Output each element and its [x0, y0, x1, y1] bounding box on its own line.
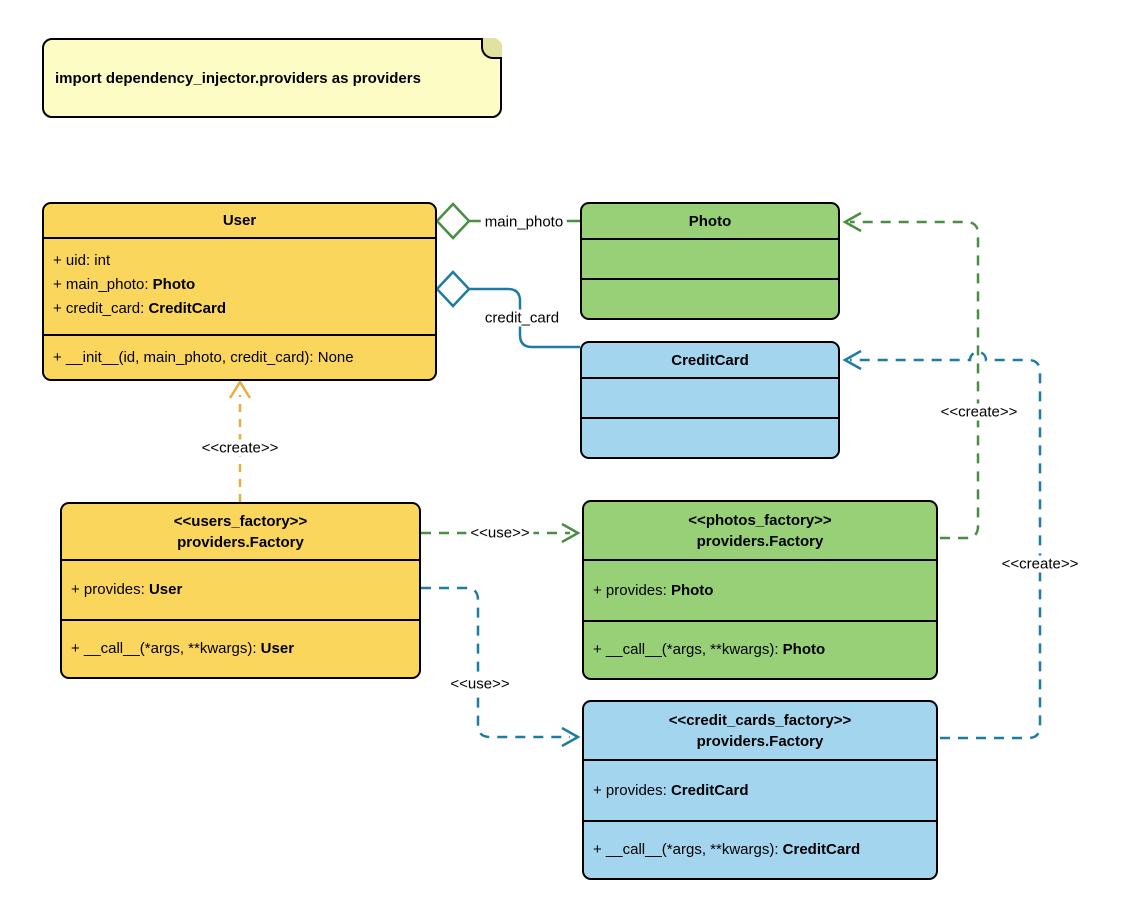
arrowhead-icon-use-credit-cards	[561, 726, 581, 748]
attribute-row: + provides: Photo	[593, 581, 714, 599]
class-users-factory-attributes: + provides: User	[62, 559, 419, 619]
class-credit-card-attributes-empty	[582, 377, 838, 417]
class-photo: Photo	[580, 202, 840, 320]
class-photos-factory-attributes: + provides: Photo	[584, 559, 936, 620]
class-title-text: providers.Factory	[177, 533, 304, 551]
class-photo-methods-empty	[582, 278, 838, 318]
class-title-text: providers.Factory	[696, 732, 824, 750]
class-user-attributes: + uid: int + main_photo: Photo + credit_…	[44, 237, 435, 334]
class-photos-factory-title: <<photos_factory>> providers.Factory	[584, 502, 936, 559]
arrowhead-icon-use-photos	[561, 522, 581, 544]
class-credit-card: CreditCard	[580, 341, 840, 459]
note-text: import dependency_injector.providers as …	[55, 69, 421, 87]
class-user: User + uid: int + main_photo: Photo + cr…	[42, 202, 437, 381]
class-title-text: User	[222, 212, 257, 229]
class-photos-factory: <<photos_factory>> providers.Factory + p…	[582, 500, 938, 680]
edge-label-main-photo: main_photo	[480, 213, 568, 231]
class-title-text: Photo	[688, 212, 732, 230]
attribute-row: + uid: int	[53, 252, 111, 269]
stereotype-text: <<users_factory>>	[173, 512, 308, 530]
class-photo-attributes-empty	[582, 238, 838, 278]
class-credit-cards-factory: <<credit_cards_factory>> providers.Facto…	[582, 700, 938, 880]
method-row: + __call__(*args, **kwargs): CreditCard	[593, 841, 861, 858]
class-credit-card-title: CreditCard	[582, 343, 838, 377]
attribute-row: + main_photo: Photo	[53, 276, 196, 293]
edge-create-photo	[850, 220, 980, 540]
note-import-providers: import dependency_injector.providers as …	[42, 38, 502, 118]
method-row: + __call__(*args, **kwargs): Photo	[593, 641, 826, 658]
class-photos-factory-methods: + __call__(*args, **kwargs): Photo	[584, 620, 936, 678]
edge-label-create-user: <<create>>	[197, 439, 283, 457]
method-row: + __init__(id, main_photo, credit_card):…	[53, 348, 354, 366]
aggregation-diamond-icon-credit-card	[435, 270, 471, 308]
class-credit-cards-factory-attributes: + provides: CreditCard	[584, 759, 936, 820]
arrowhead-icon-create-user	[228, 379, 252, 399]
edge-use-credit-cards	[421, 586, 570, 739]
class-users-factory-title: <<users_factory>> providers.Factory	[62, 504, 419, 559]
edge-label-credit-card: credit_card	[480, 309, 564, 327]
edge-label-use-credit-cards: <<use>>	[446, 675, 514, 693]
class-users-factory: <<users_factory>> providers.Factory + pr…	[60, 502, 421, 679]
edge-label-use-photos: <<use>>	[466, 524, 534, 542]
edge-label-create-credit-card: <<create>>	[997, 555, 1083, 573]
method-row: + __call__(*args, **kwargs): User	[71, 640, 295, 657]
arrowhead-icon-create-credit-card	[842, 349, 862, 371]
class-users-factory-methods: + __call__(*args, **kwargs): User	[62, 619, 419, 677]
edge-create-credit-card	[850, 350, 1042, 740]
note-fold-corner-icon	[481, 38, 502, 59]
aggregation-diamond-icon-main-photo	[435, 202, 471, 240]
attribute-row: + credit_card: CreditCard	[53, 300, 226, 317]
attribute-row: + provides: CreditCard	[593, 781, 749, 799]
stereotype-text: <<photos_factory>>	[688, 511, 832, 529]
class-credit-cards-factory-methods: + __call__(*args, **kwargs): CreditCard	[584, 820, 936, 878]
class-user-methods: + __init__(id, main_photo, credit_card):…	[44, 334, 435, 379]
edge-label-create-photo: <<create>>	[936, 403, 1022, 421]
arrowhead-icon-create-photo	[842, 211, 862, 233]
class-user-title: User	[44, 204, 435, 237]
class-photo-title: Photo	[582, 204, 838, 238]
stereotype-text: <<credit_cards_factory>>	[668, 711, 852, 729]
class-title-text: CreditCard	[671, 351, 749, 369]
class-credit-card-methods-empty	[582, 417, 838, 457]
class-credit-cards-factory-title: <<credit_cards_factory>> providers.Facto…	[584, 702, 936, 759]
class-title-text: providers.Factory	[696, 532, 824, 550]
attribute-row: + provides: User	[71, 581, 183, 598]
